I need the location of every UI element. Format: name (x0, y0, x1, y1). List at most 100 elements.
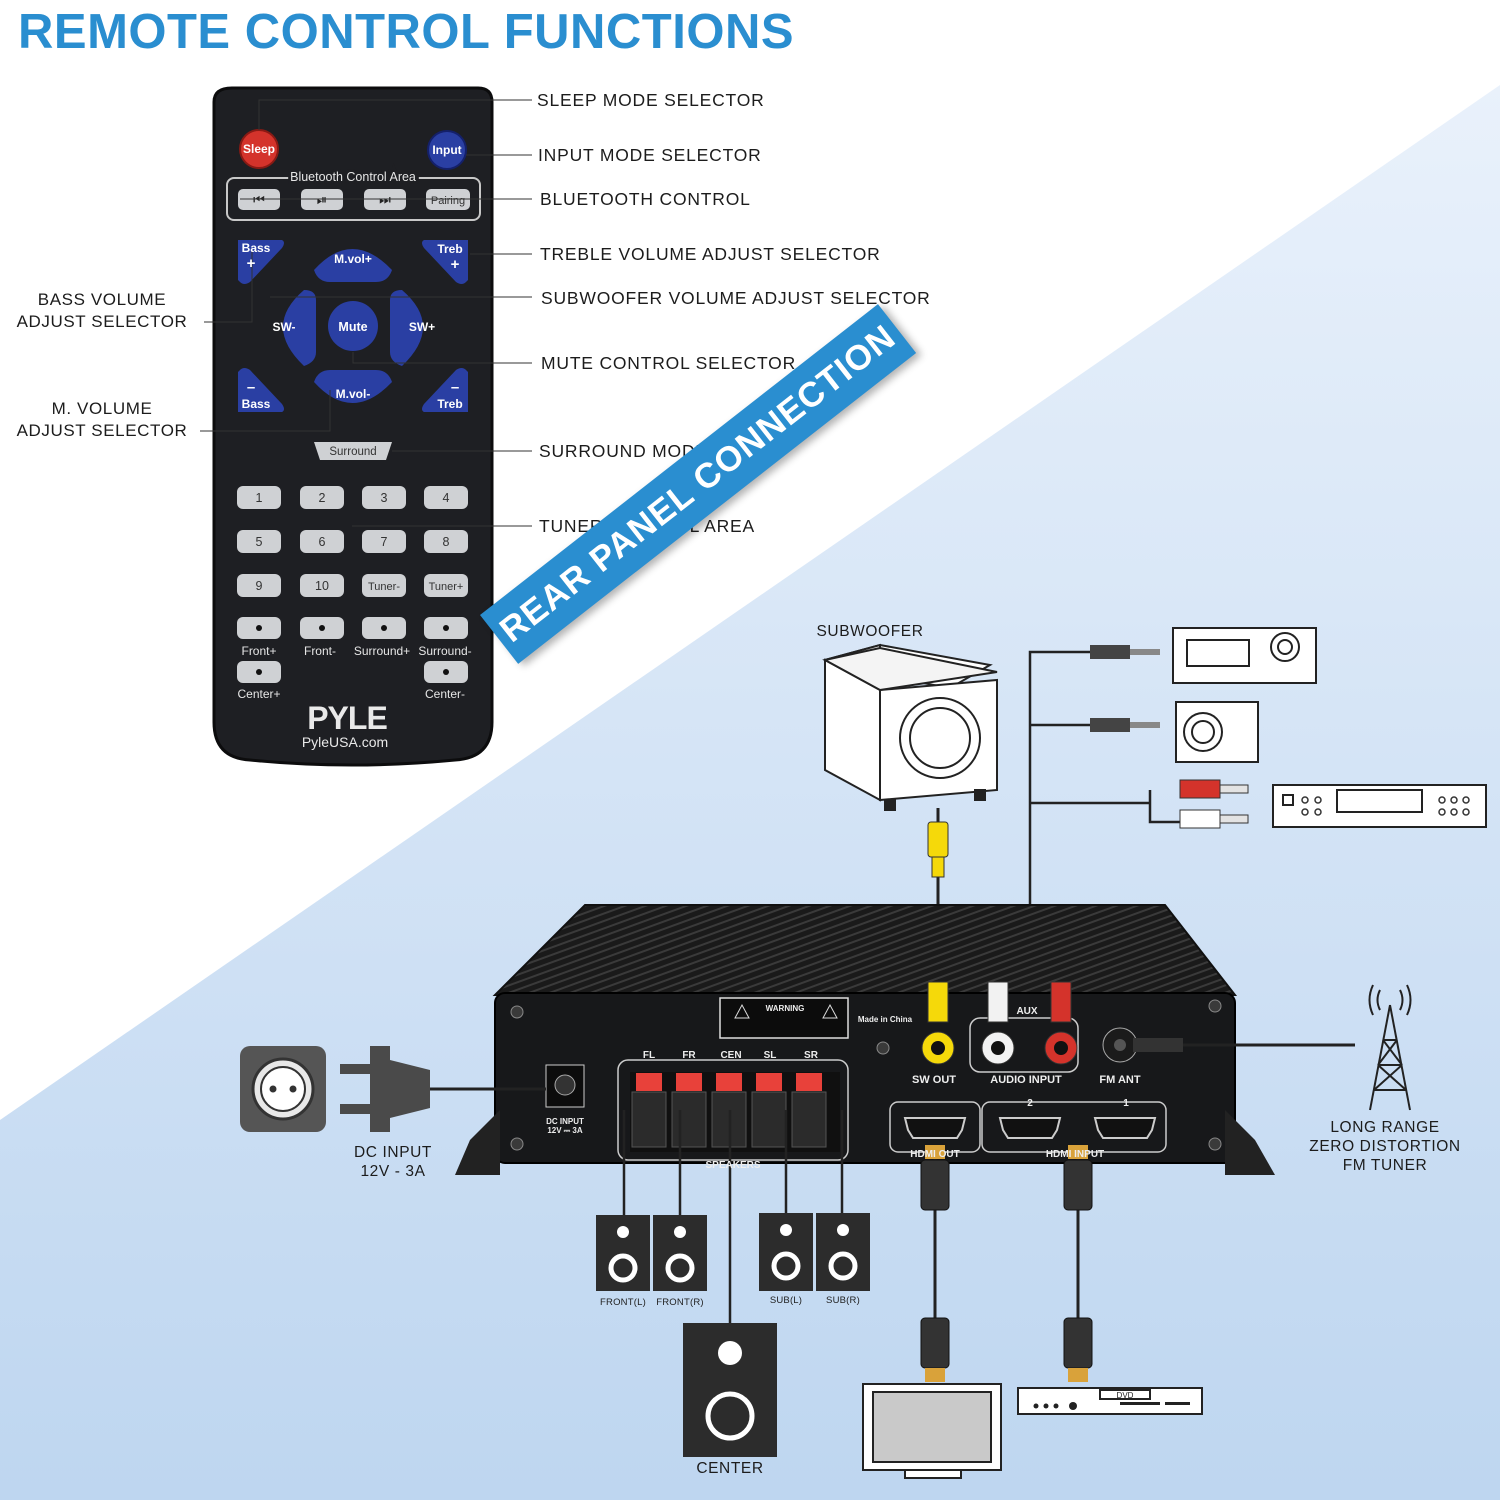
dvd-label: DVD (1117, 1391, 1134, 1400)
fm-line1: LONG RANGE (1330, 1119, 1440, 1136)
key-3[interactable]: 3 (381, 491, 388, 505)
panel-aux: AUX (1016, 1006, 1037, 1017)
remote-website: PyleUSA.com (302, 734, 388, 750)
key-tuner-minus[interactable]: Tuner- (368, 581, 400, 593)
panel-fl: FL (643, 1050, 655, 1061)
mvol-minus-button[interactable] (314, 370, 392, 403)
key-9[interactable]: 9 (256, 579, 263, 593)
panel-speakers: SPEAKERS (705, 1160, 760, 1171)
callout-bass-line1: BASS VOLUME (37, 290, 167, 309)
key-4[interactable]: 4 (443, 491, 450, 505)
panel-sw-out: SW OUT (912, 1074, 956, 1086)
subwoofer-icon (822, 643, 998, 811)
sleep-label: Sleep (243, 142, 275, 156)
callout-mvol: M. VOLUME ADJUST SELECTOR (0, 398, 204, 442)
fm-line3: FM TUNER (1342, 1157, 1428, 1174)
callout-bass-line2: ADJUST SELECTOR (16, 312, 188, 331)
dc-input-line1: DC INPUT (354, 1144, 432, 1161)
key-10[interactable]: 10 (315, 579, 329, 593)
dvd-player-icon (1017, 1387, 1203, 1415)
panel-labels: WARNING Made in China FL FR CEN SL SR SP… (546, 1004, 1141, 1171)
front-right-label: FRONT(R) (656, 1297, 704, 1308)
panel-hdmi-out: HDMI OUT (910, 1149, 959, 1160)
panel-sl: SL (764, 1050, 777, 1061)
front-left-label: FRONT(L) (600, 1297, 646, 1308)
bass-plus-label: Bass (242, 241, 271, 255)
center-minus-label: Center- (425, 687, 465, 701)
front-plus-label: Front+ (241, 644, 276, 658)
key-7[interactable]: 7 (381, 535, 388, 549)
sw-minus-label: SW- (272, 320, 295, 334)
pairing-label: Pairing (431, 195, 465, 207)
front-minus-label: Front- (304, 644, 336, 658)
bass-minus-button[interactable] (238, 368, 284, 412)
surround-plus-label: Surround+ (354, 644, 410, 658)
keypad-labels: 1 2 3 4 5 6 7 8 9 10 Tuner- Tuner+ (256, 491, 464, 593)
sub-right-label: SUB(R) (826, 1295, 860, 1306)
key-8[interactable]: 8 (443, 535, 450, 549)
panel-audio-input: AUDIO INPUT (990, 1074, 1062, 1086)
treble-minus-button[interactable] (422, 368, 468, 412)
bass-minus-label: Bass (242, 397, 271, 411)
dc-input-line2: 12V - 3A (360, 1163, 426, 1180)
mvol-minus-label: M.vol- (336, 387, 371, 401)
callout-mvol-line2: ADJUST SELECTOR (16, 421, 188, 440)
power-outlet-icon (240, 1046, 326, 1132)
key-tuner-plus[interactable]: Tuner+ (429, 581, 464, 593)
center-speaker-label: CENTER (696, 1460, 764, 1477)
panel-hdmi-2: 2 (1027, 1098, 1033, 1109)
key-1[interactable]: 1 (256, 491, 263, 505)
callout-treble: TREBLE VOLUME ADJUST SELECTOR (540, 244, 881, 264)
treb-minus-label: Treb (437, 397, 462, 411)
sw-plus-label: SW+ (409, 320, 435, 334)
fm-tuner-label: LONG RANGE ZERO DISTORTION FM TUNER (1300, 1118, 1470, 1175)
center-plus-label: Center+ (237, 687, 280, 701)
callout-subwoofer: SUBWOOFER VOLUME ADJUST SELECTOR (541, 288, 931, 308)
panel-fm-ant: FM ANT (1099, 1074, 1140, 1086)
speaker-icons (596, 1213, 870, 1457)
input-label: Input (432, 143, 461, 157)
mvol-plus-label: M.vol+ (334, 252, 372, 266)
callout-mvol-line1: M. VOLUME (51, 399, 153, 418)
sw-minus-button[interactable] (283, 290, 316, 366)
mute-button[interactable] (328, 301, 378, 351)
callout-bluetooth: BLUETOOTH CONTROL (540, 189, 751, 209)
callout-input: INPUT MODE SELECTOR (538, 145, 762, 165)
keypad-under-labels: Front+ Front- Surround+ Surround- Center… (237, 644, 471, 701)
page-title: REMOTE CONTROL FUNCTIONS (18, 5, 795, 59)
dc-input-label: DC INPUT 12V - 3A (330, 1143, 456, 1181)
panel-dc: DC INPUT (546, 1117, 584, 1126)
callout-mute: MUTE CONTROL SELECTOR (541, 353, 797, 373)
input-button[interactable] (427, 130, 467, 170)
bass-plus-button[interactable] (238, 240, 284, 284)
key-2[interactable]: 2 (319, 491, 326, 505)
svg-text:–: – (451, 379, 459, 396)
subwoofer-label: SUBWOOFER (816, 623, 924, 640)
treb-plus-label: Treb (437, 242, 462, 256)
fm-line2: ZERO DISTORTION (1309, 1138, 1461, 1155)
svg-text:–: – (247, 379, 255, 396)
panel-cen: CEN (720, 1050, 741, 1061)
sw-plus-button[interactable] (390, 290, 423, 366)
surround-button[interactable] (314, 442, 392, 460)
mute-label: Mute (338, 320, 367, 334)
bt-area-label: Bluetooth Control Area (290, 170, 416, 184)
mvol-plus-button[interactable] (314, 249, 392, 282)
surround-label: Surround (329, 446, 376, 458)
antenna-tower-icon (1368, 984, 1412, 1111)
svg-text:+: + (451, 256, 460, 273)
panel-dc-v: 12V ⎓ 3A (547, 1126, 583, 1135)
key-6[interactable]: 6 (319, 535, 326, 549)
callout-bass: BASS VOLUME ADJUST SELECTOR (0, 289, 204, 333)
treble-plus-button[interactable] (422, 240, 468, 284)
surround-minus-label: Surround- (418, 644, 471, 658)
panel-warning: WARNING (766, 1004, 805, 1013)
callout-lines (200, 99, 532, 527)
callout-sleep: SLEEP MODE SELECTOR (537, 90, 765, 110)
callout-surround: SURROUND MODE (539, 441, 708, 461)
key-5[interactable]: 5 (256, 535, 263, 549)
tv-icon (862, 1383, 1002, 1479)
svg-text:+: + (247, 255, 256, 272)
panel-hdmi-1: 1 (1123, 1098, 1129, 1109)
